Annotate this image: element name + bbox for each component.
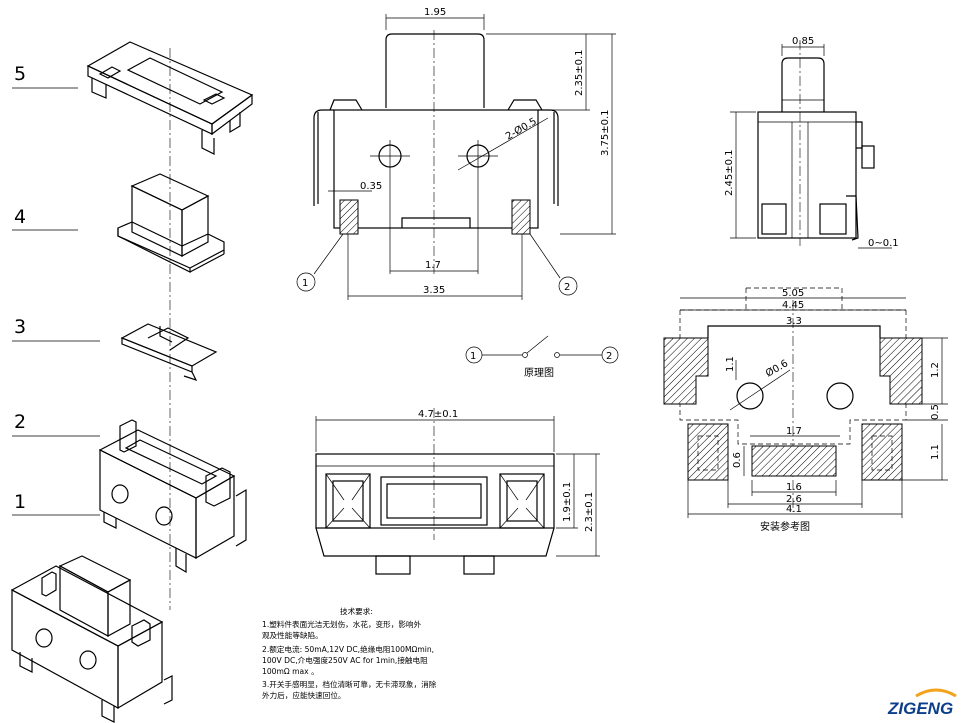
schematic-caption: 原理图 [524,367,554,379]
notes-line-2: 观及性能等缺陷。 [262,630,323,640]
logo-swoosh-icon [915,688,957,698]
dim-fp-26: 2.6 [786,494,802,505]
part-label-5: 5 [12,63,78,89]
part-label-2: 2 [12,411,100,437]
notes-line-7: 外力后，应能快速回位。 [262,690,346,700]
dim-fp-06: 0.6 [732,452,743,468]
part-label-1: 1 [12,491,100,516]
zigeng-logo: ZIGENG [887,688,957,718]
notes-line-1: 1.塑料件表面光洁无划伤，水花，变形，影响外 [262,619,422,629]
dim-total-height: 3.75±0.1 [600,109,611,156]
dim-fp-12: 1.2 [930,362,941,378]
part-label-3: 3 [12,316,100,342]
dim-stem-height: 2.35±0.1 [574,49,585,96]
dim-fp-05: 0.5 [930,404,941,420]
logo-text: ZIGENG [887,699,953,718]
dim-post-pitch: 1.7 [425,260,441,271]
dim-bottom-outer-height: 2.3±0.1 [584,492,595,532]
dim-pin-width: 0.35 [360,181,382,192]
svg-text:5: 5 [14,63,26,85]
svg-text:1: 1 [14,491,26,513]
part-4-actuator [117,173,225,273]
exploded-view: 5 4 3 2 1 [10,41,254,723]
dim-post-hole: 2-Ø0.5 [504,115,539,142]
notes-line-5: 100mΩ max 。 [262,667,319,676]
notes-title: 技术要求: [340,606,373,616]
side-view: 0.85 2.45±0.1 0~0.1 [724,36,899,249]
dim-pin-span: 3.35 [423,285,445,296]
dim-fp-33: 3.3 [786,316,802,327]
footprint-view: Ø0.6 5.05 4.45 3.3 1.1 1.2 0.5 1.1 1.7 0… [663,287,948,533]
terminal-2-marker: 2 [564,282,570,293]
notes-line-3: 2.额定电流: 50mA,12V DC,绝缘电阻100MΩmin, [262,644,434,654]
technical-requirements: 技术要求: 1.塑料件表面光洁无划伤，水花，变形，影响外 观及性能等缺陷。 2.… [262,606,437,700]
svg-text:2: 2 [14,411,26,433]
dim-bottom-inner-height: 1.9±0.1 [562,482,573,522]
footprint-caption: 安装参考图 [760,520,810,533]
dim-fp-11-right: 1.1 [930,444,941,460]
notes-line-4: 100V DC,介电强度250V AC for 1min,接触电阻 [262,655,428,665]
dim-fp-41: 4.1 [786,504,802,515]
dim-stem-width: 0.85 [792,36,814,47]
bottom-view: 4.7±0.1 1.9±0.1 2.3±0.1 [315,408,600,575]
dim-pin-offset: 0~0.1 [868,238,899,249]
part-5-cover [86,41,254,155]
part-1-assembly [10,555,173,723]
part-label-4: 4 [12,206,78,231]
svg-text:4: 4 [14,206,26,228]
dim-bottom-width: 4.7±0.1 [418,409,458,420]
part-2-housing [98,419,247,574]
schematic-terminal-1: 1 [470,351,476,362]
schematic-terminal-2: 2 [606,351,612,362]
dim-fp-17: 1.7 [786,426,802,437]
dim-fp-505: 5.05 [782,288,804,299]
front-view: 1.95 2.35±0.1 3.75±0.1 2-Ø0.5 0.35 1.7 3… [296,7,616,300]
part-3-spring [120,323,218,382]
dim-fp-11-left: 1.1 [725,356,736,372]
dim-fp-16: 1.6 [786,482,802,493]
dim-hole: Ø0.6 [764,357,791,379]
schematic: 1 2 原理图 [465,335,619,379]
svg-text:3: 3 [14,316,26,338]
notes-line-6: 3.开关手感明显，档位清晰可靠，无卡滞现象，消除 [262,679,437,689]
terminal-1-marker: 1 [302,278,308,289]
dim-top-width: 1.95 [424,7,446,18]
dim-fp-445: 4.45 [782,300,804,311]
dim-side-height: 2.45±0.1 [724,149,735,196]
